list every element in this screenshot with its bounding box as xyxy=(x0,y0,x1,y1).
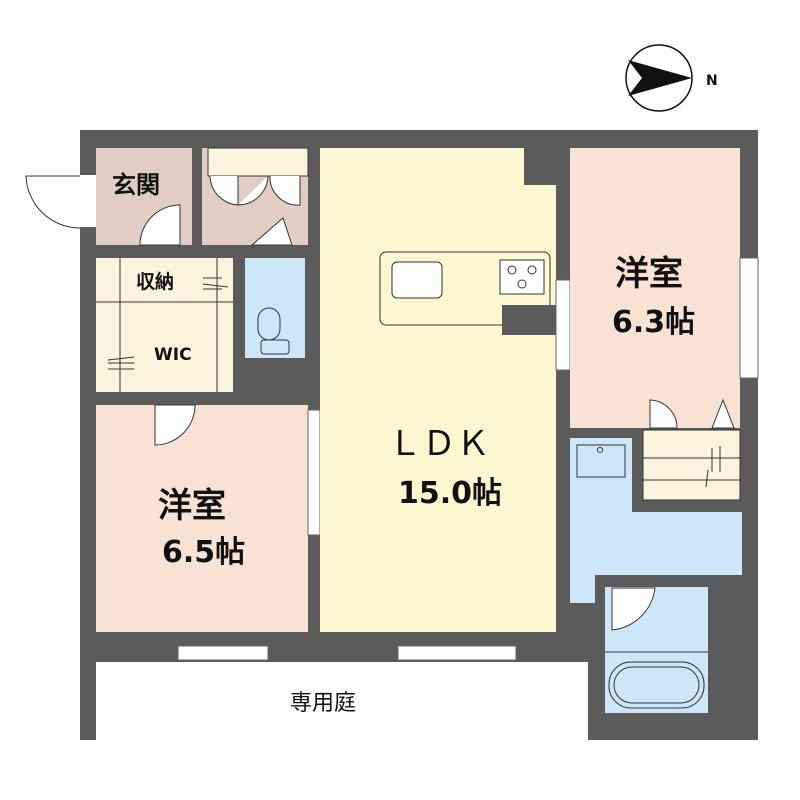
entrance-label: 玄関 xyxy=(112,171,160,199)
storage-wic xyxy=(96,258,233,392)
western-room-1 xyxy=(570,148,740,428)
sliding-door[interactable] xyxy=(555,279,571,371)
sink-icon xyxy=(391,261,443,299)
western-room-2 xyxy=(96,405,308,632)
wic-label: WIC xyxy=(154,345,192,365)
western-room-2-name: 洋室 xyxy=(158,486,226,526)
ldk-area xyxy=(320,148,556,632)
garden-label: 専用庭 xyxy=(290,691,356,716)
sliding-door[interactable] xyxy=(307,409,321,536)
western-room-1-size: 6.3帖 xyxy=(612,305,695,340)
closet xyxy=(642,429,741,501)
window xyxy=(177,645,269,661)
window[interactable] xyxy=(397,645,517,661)
window xyxy=(739,257,759,379)
private-garden xyxy=(96,662,588,740)
washroom xyxy=(570,438,742,603)
western-room-2-size: 6.5帖 xyxy=(162,535,245,570)
washbasin-icon xyxy=(576,444,626,478)
toilet-icon xyxy=(257,307,290,355)
compass-icon: N xyxy=(625,44,718,112)
entrance-door[interactable] xyxy=(25,175,96,229)
ldk-size: 15.0帖 xyxy=(398,476,502,511)
bathtub-icon xyxy=(608,661,705,709)
storage-label: 収納 xyxy=(136,270,174,293)
toilet-room xyxy=(245,258,305,358)
stove-icon xyxy=(499,259,545,295)
western-room-1-name: 洋室 xyxy=(615,254,683,294)
north-label: N xyxy=(706,73,718,89)
ldk-name: ＬＤＫ xyxy=(388,424,490,464)
